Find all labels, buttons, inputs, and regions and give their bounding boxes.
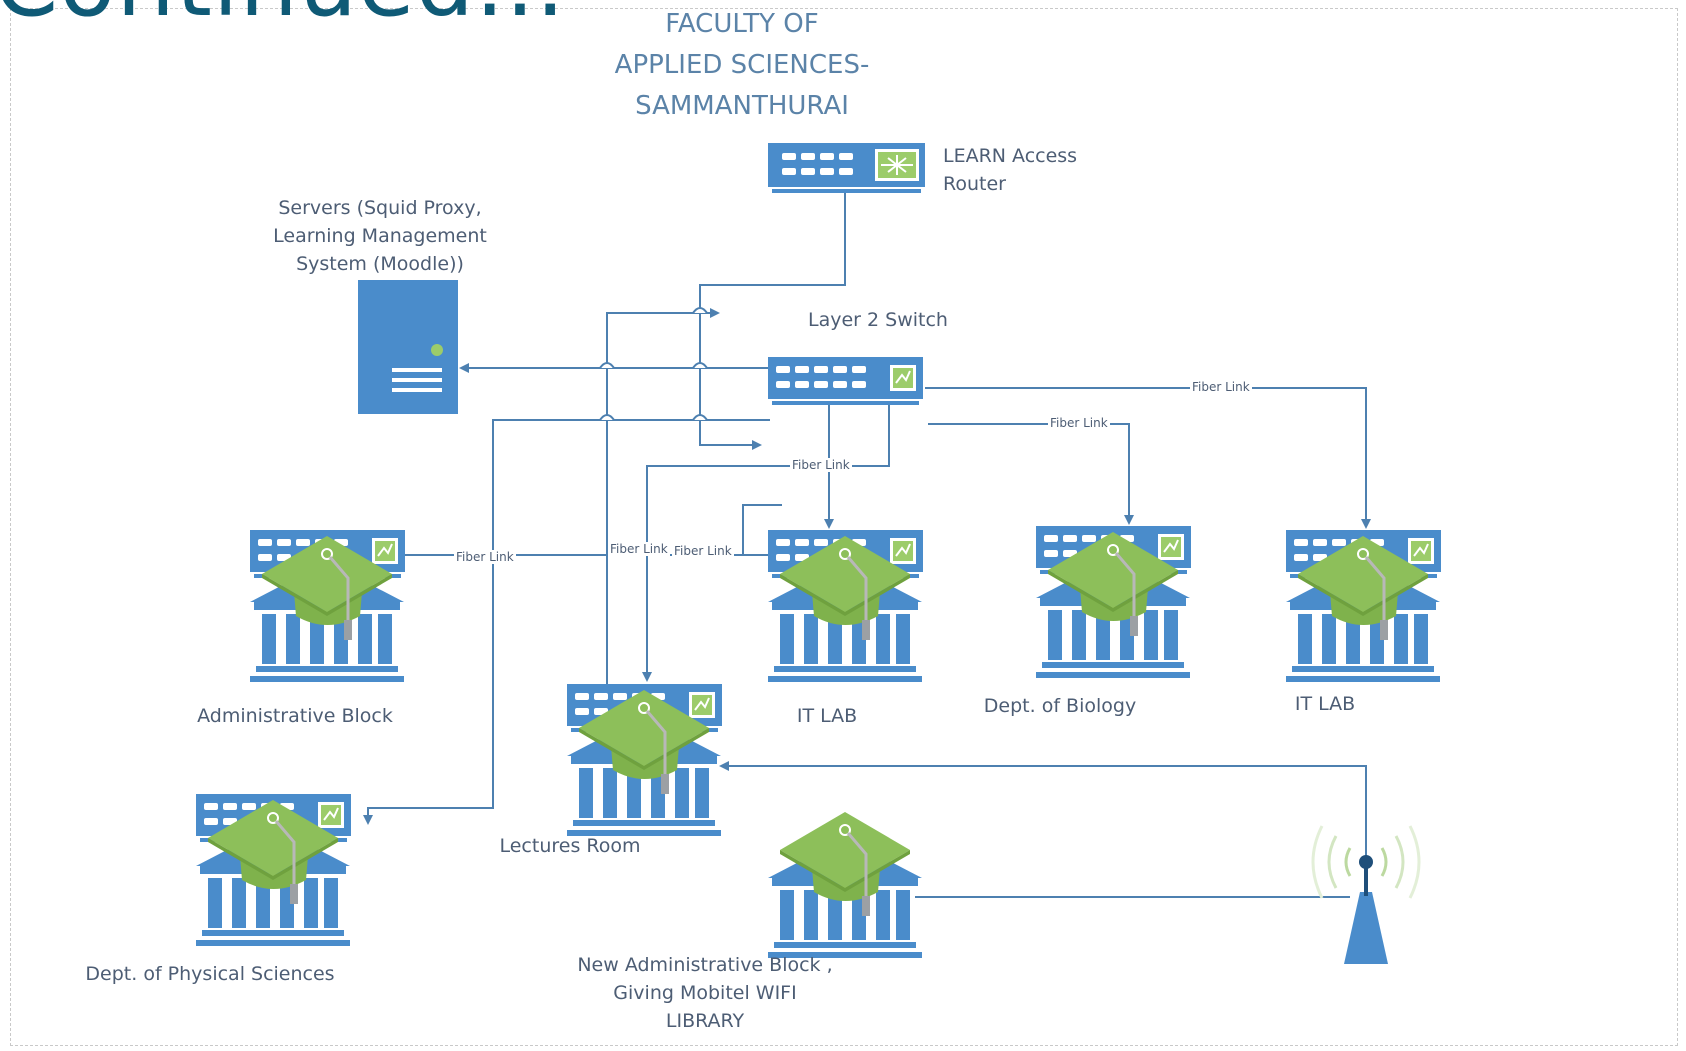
layer2-switch-icon	[767, 356, 924, 406]
router-label: LEARN Access Router	[943, 145, 1078, 195]
fiber-link-label: Fiber Link	[1190, 380, 1252, 394]
faculty-title: FACULTY OF APPLIED SCIENCES- SAMMANTHURA…	[614, 9, 870, 121]
fiber-link-label: Fiber Link	[454, 550, 516, 564]
admin-block-label: Administrative Block	[197, 705, 393, 727]
line-crossings	[599, 307, 708, 421]
fiber-link-label: Fiber Link	[608, 542, 670, 556]
physical-sciences-label: Dept. of Physical Sciences	[85, 963, 335, 985]
router-icon	[768, 143, 925, 193]
lectures-room-label: Lectures Room	[499, 835, 641, 857]
servers-label: Servers (Squid Proxy, Learning Managemen…	[273, 197, 487, 275]
wireless-tower-icon	[1311, 825, 1421, 964]
new-admin-building-icon	[766, 810, 924, 960]
it-lab-label: IT LAB	[796, 705, 858, 727]
biology-label: Dept. of Biology	[983, 695, 1137, 717]
it-lab-2-label: IT LAB	[1294, 693, 1356, 715]
slide-heading: Continued...	[0, 0, 566, 30]
slide-frame	[10, 8, 1678, 1046]
server-icon	[358, 280, 458, 414]
switch-label: Layer 2 Switch	[808, 309, 948, 331]
new-admin-block-label: New Administrative Block , Giving Mobite…	[577, 954, 833, 1032]
fiber-link-label: Fiber Link	[790, 458, 852, 472]
fiber-link-label: Fiber Link	[1048, 416, 1110, 430]
fiber-link-label: Fiber Link	[672, 544, 734, 558]
